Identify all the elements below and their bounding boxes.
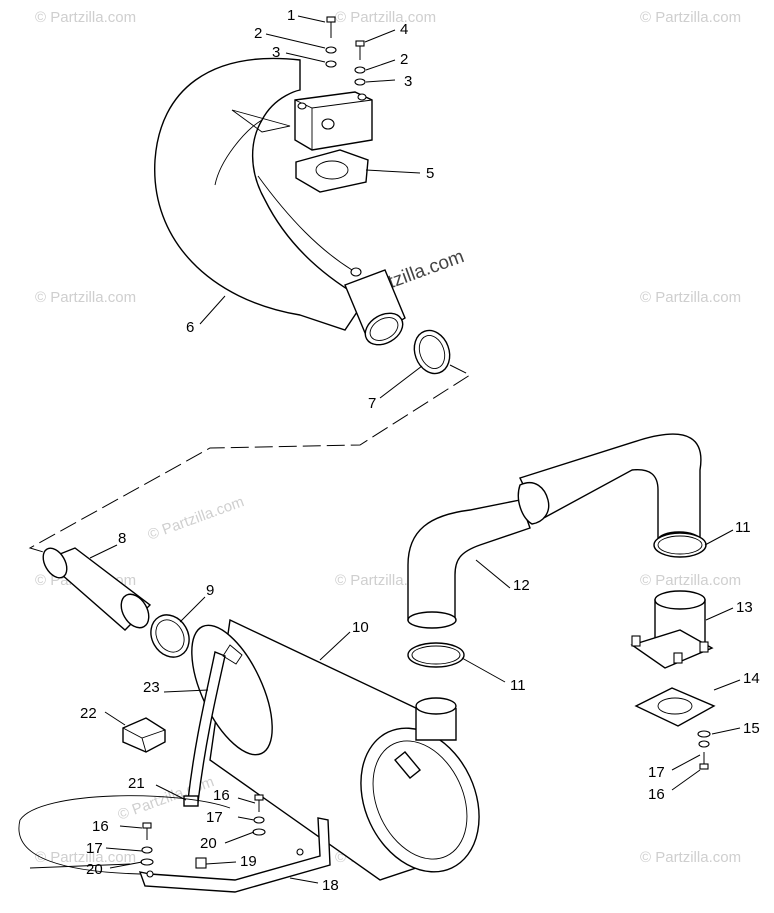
callout-14: 14 [743, 670, 760, 687]
muffler-10 [191, 618, 480, 881]
callout-22: 22 [80, 705, 97, 722]
watermark-text: © Partzilla.com [35, 9, 136, 26]
clamp-11-upper [653, 532, 707, 558]
callout-2: 2 [254, 25, 262, 42]
top-fasteners [325, 16, 366, 86]
callout-2: 2 [400, 51, 408, 68]
callout-18: 18 [322, 877, 339, 894]
watermark-text: © Partzilla.com [335, 9, 436, 26]
clamp-9 [150, 614, 190, 658]
watermark-text: © Partzilla.com [640, 849, 741, 866]
callout-5: 5 [426, 165, 434, 182]
exhaust-pipe-6 [154, 57, 406, 346]
watermark-text: © Partzilla.com [640, 572, 741, 589]
callout-17: 17 [86, 840, 103, 857]
callout-9: 9 [206, 582, 214, 599]
callout-3: 3 [404, 73, 412, 90]
callout-13: 13 [736, 599, 753, 616]
callout-20: 20 [200, 835, 217, 852]
callout-16: 16 [213, 787, 230, 804]
bracket-18 [18, 795, 331, 893]
callout-17: 17 [648, 764, 665, 781]
watermark-text: © Partzilla.com [146, 493, 247, 544]
clamp-11-lower [407, 642, 465, 668]
clamp-7 [413, 329, 451, 375]
rubber-block-22 [122, 717, 166, 753]
callout-8: 8 [118, 530, 126, 547]
gasket-14 [634, 687, 716, 727]
watermark-text: © Partzilla.com [35, 849, 136, 866]
callout-16: 16 [648, 786, 665, 803]
callout-4: 4 [400, 21, 408, 38]
callout-10: 10 [352, 619, 369, 636]
callout-15: 15 [743, 720, 760, 737]
callout-12: 12 [513, 577, 530, 594]
callout-7: 7 [368, 395, 376, 412]
callout-17: 17 [206, 809, 223, 826]
watermark-text: © Partzilla.com [640, 289, 741, 306]
leader-lines [29, 15, 741, 884]
callout-1: 1 [287, 7, 295, 24]
flange-13 [630, 590, 714, 669]
callout-23: 23 [143, 679, 160, 696]
callout-21: 21 [128, 775, 145, 792]
callout-20: 20 [86, 861, 103, 878]
callout-labels: 1 2 3 4 2 3 5 6 7 8 9 10 12 11 11 13 14 … [80, 7, 760, 894]
callout-3: 3 [272, 44, 280, 61]
exhaust-flange-block [294, 91, 373, 151]
callout-19: 19 [240, 853, 257, 870]
tube-8 [42, 547, 152, 631]
callout-6: 6 [186, 319, 194, 336]
callout-11: 11 [735, 519, 751, 536]
watermark-text: © Partzilla.com [640, 9, 741, 26]
right-fasteners [697, 730, 711, 770]
strap-hook-21 [183, 795, 199, 807]
bottom-fasteners [140, 794, 266, 869]
callout-16: 16 [92, 818, 109, 835]
elbow-pipe-12 [407, 433, 702, 629]
watermark-text: © Partzilla.com [35, 289, 136, 306]
callout-11: 11 [510, 677, 526, 694]
centerline [28, 364, 472, 561]
exhaust-gasket-5 [295, 149, 369, 193]
